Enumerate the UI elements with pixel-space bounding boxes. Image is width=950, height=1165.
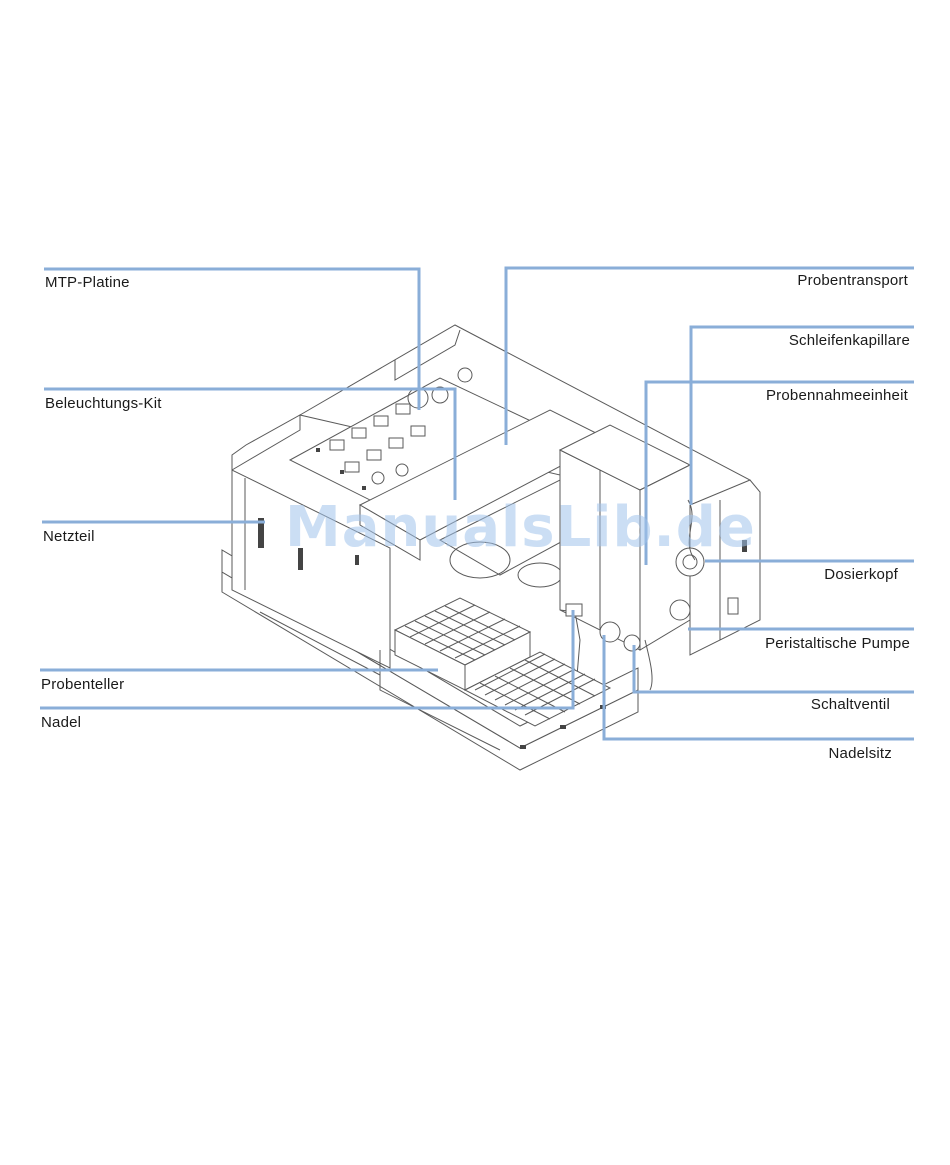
- label-probennahmeeinheit: Probennahmeeinheit: [766, 387, 908, 404]
- label-nadel: Nadel: [41, 714, 81, 731]
- label-probentransport: Probentransport: [797, 272, 908, 289]
- label-beleuchtungs-kit: Beleuchtungs-Kit: [45, 395, 162, 412]
- label-netzteil: Netzteil: [43, 528, 95, 545]
- label-mtp-platine: MTP-Platine: [45, 274, 130, 291]
- label-dosierkopf: Dosierkopf: [824, 566, 898, 583]
- label-schaltventil: Schaltventil: [811, 696, 890, 713]
- label-nadelsitz: Nadelsitz: [829, 745, 893, 762]
- label-peristaltische-pumpe: Peristaltische Pumpe: [765, 635, 910, 652]
- instrument-drawing: [222, 325, 760, 770]
- label-probenteller: Probenteller: [41, 676, 124, 693]
- leader-schaltventil: [634, 645, 914, 692]
- label-schleifenkapillare: Schleifenkapillare: [789, 332, 910, 349]
